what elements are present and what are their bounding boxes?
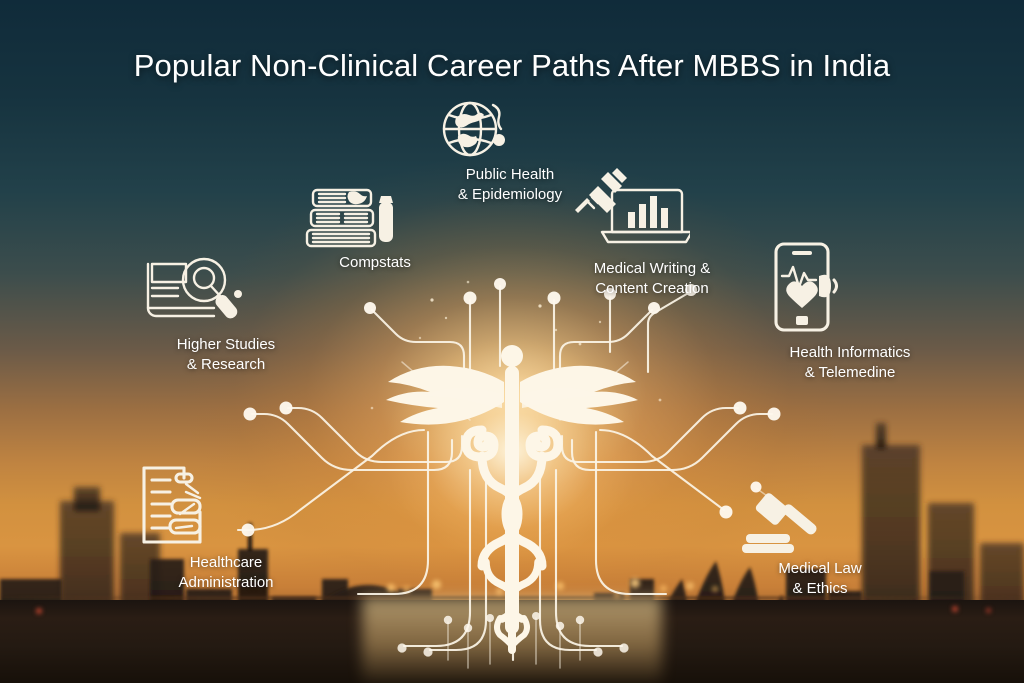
node-higher-studies[interactable]: Higher Studies & Research [142,254,310,375]
node-medical-writing[interactable]: Medical Writing & Content Creation [572,168,732,299]
node-healthcare-administration[interactable]: Healthcare Administration [136,462,316,593]
node-label-line2: Administration [178,573,274,591]
node-label-line1: Higher Studies [176,336,276,353]
books-and-pen-icon [305,186,445,248]
node-medical-law[interactable]: Medical Law & Ethics [740,492,900,599]
gavel-icon [740,492,900,554]
syringe-laptop-chart-icon [572,168,732,254]
node-label-line1: Compstats [339,254,411,271]
globe-icon [430,98,590,160]
node-label-line1: Healthcare [189,554,263,571]
node-public-health[interactable]: Public Health & Epidemiology [430,98,590,205]
node-health-informatics[interactable]: Health Informatics & Telemedine [760,240,940,383]
node-label-line2: & Ethics [792,579,848,597]
smartphone-heartbeat-icon [760,240,940,338]
node-label-line2: & Telemedine [804,363,896,381]
ground-sun-reflection [362,597,662,683]
node-label-line1: Medical Writing & [593,260,711,277]
node-label-line1: Public Health [465,166,555,183]
page-title: Popular Non-Clinical Career Paths After … [133,48,891,83]
node-label-line1: Health Informatics [789,344,911,361]
clipboard-form-icon [136,462,316,548]
node-label-line2: & Epidemiology [457,185,563,203]
book-magnifier-icon [142,254,310,330]
node-label-line2: Content Creation [595,279,709,297]
node-label-line2: & Research [186,355,266,373]
node-compstats[interactable]: Compstats [305,186,445,273]
node-label-line1: Medical Law [778,560,862,577]
